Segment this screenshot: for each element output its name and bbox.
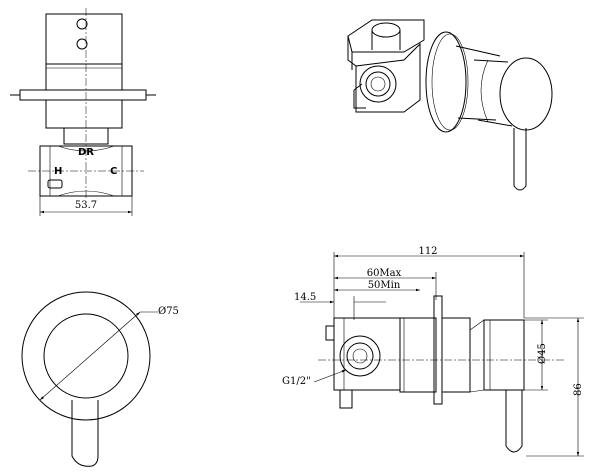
total-length-dimension: 112 bbox=[418, 246, 437, 257]
thread-dimension: G1/2" bbox=[282, 376, 311, 387]
plate-diameter-dimension: Ø75 bbox=[158, 306, 179, 317]
side-view: 112 60Max 50Min 14.5 G1/2" bbox=[282, 246, 584, 457]
wall-plate-circle bbox=[21, 291, 151, 421]
max-depth-dimension: 60Max bbox=[367, 268, 402, 279]
cap-hole-bottom bbox=[76, 38, 88, 50]
min-depth-dimension: 50Min bbox=[368, 280, 401, 291]
plate-front-view: Ø75 bbox=[21, 291, 179, 467]
cap-hole-top bbox=[76, 18, 88, 30]
offset-dimension: 14.5 bbox=[294, 292, 316, 303]
handle-diameter-dimension: Ø45 bbox=[537, 343, 548, 364]
hot-label: H bbox=[54, 166, 62, 177]
front-view: DR H C 53.7 bbox=[10, 8, 156, 216]
isometric-view bbox=[347, 19, 553, 191]
overall-height-dimension: 86 bbox=[573, 383, 584, 396]
front-width-dimension: 53.7 bbox=[75, 200, 97, 211]
drain-label: DR bbox=[78, 147, 94, 158]
cold-label: C bbox=[110, 166, 117, 177]
